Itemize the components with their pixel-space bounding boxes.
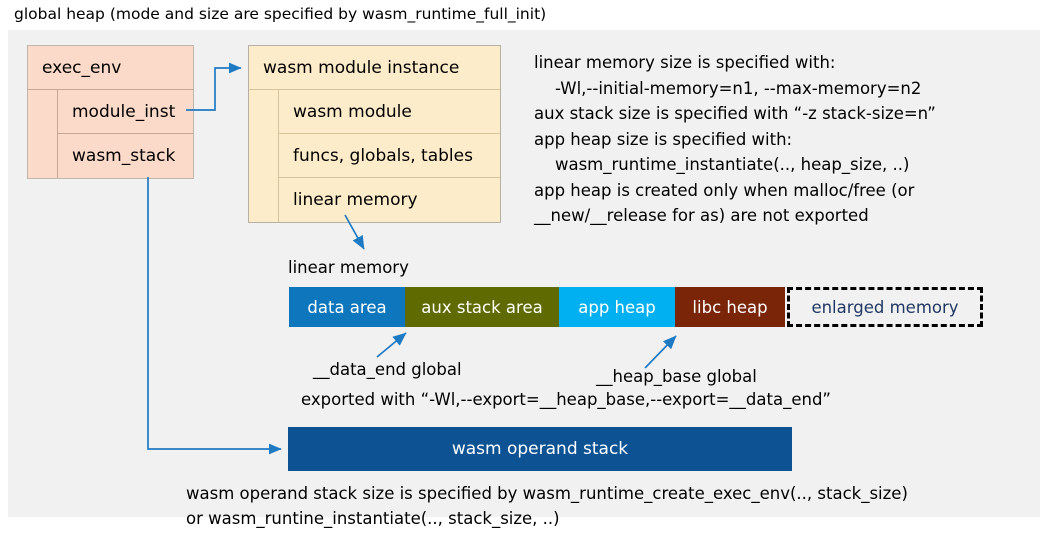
module-instance-field-linear-memory: linear memory: [293, 190, 418, 210]
memory-segment-aux-stack-area: aux stack area: [405, 287, 559, 327]
wasm-module-instance-box: wasm module instance wasm module funcs, …: [248, 45, 501, 223]
linear-memory-label: linear memory: [288, 258, 409, 277]
module-instance-fields: wasm module funcs, globals, tables linea…: [279, 90, 500, 222]
operand-stack-note: wasm operand stack size is specified by …: [186, 484, 908, 528]
memory-segment-enlarged-memory: enlarged memory: [787, 287, 983, 327]
linear-memory-note: linear memory size is specified with: -W…: [534, 53, 936, 225]
page-title: global heap (mode and size are specified…: [14, 5, 547, 23]
exec-env-field-module-inst: module_inst: [58, 90, 193, 134]
module-instance-gutter: [249, 90, 279, 222]
exec-env-header: exec_env: [28, 46, 193, 90]
linear-memory-bar: data area aux stack area app heap libc h…: [289, 287, 983, 327]
annotation-heap-base: __heap_base global: [596, 367, 757, 386]
memory-segment-data-area: data area: [289, 287, 405, 327]
module-instance-header: wasm module instance: [249, 46, 500, 90]
memory-segment-app-heap: app heap: [559, 287, 675, 327]
module-instance-field-funcs-globals-tables: funcs, globals, tables: [279, 134, 500, 178]
exec-env-fields: module_inst wasm_stack: [58, 90, 193, 178]
exec-env-box: exec_env module_inst wasm_stack: [27, 45, 194, 179]
annotation-data-end: __data_end global: [313, 360, 462, 379]
module-instance-body: wasm module funcs, globals, tables linea…: [249, 90, 500, 222]
wasm-operand-stack-bar: wasm operand stack: [288, 427, 792, 471]
exec-env-field-wasm-stack: wasm_stack: [72, 146, 176, 166]
annotation-exported: exported with “-Wl,--export=__heap_base,…: [301, 390, 831, 409]
exec-env-body: module_inst wasm_stack: [28, 90, 193, 178]
memory-segment-libc-heap: libc heap: [675, 287, 785, 327]
exec-env-gutter: [28, 90, 58, 178]
module-instance-field-wasm-module: wasm module: [279, 90, 500, 134]
